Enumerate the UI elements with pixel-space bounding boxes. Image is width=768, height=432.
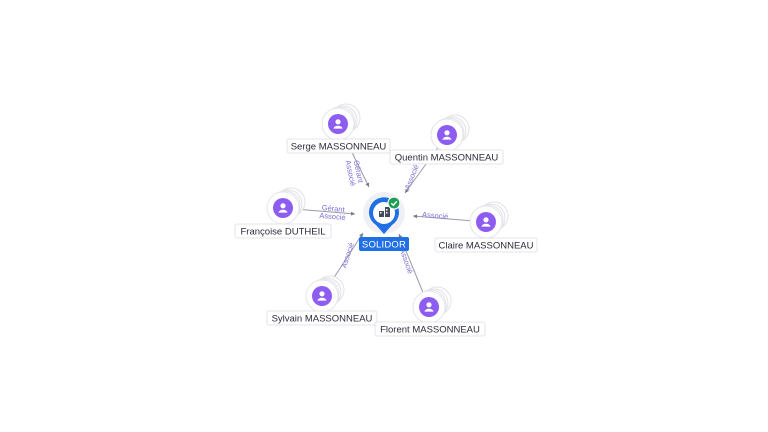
company-name: SOLIDOR [362, 240, 406, 251]
edge-role-label: Associé [339, 241, 356, 269]
person-icon [424, 302, 434, 312]
name-box [286, 138, 391, 154]
person-node-serge[interactable]: Serge MASSONNEAU [286, 103, 391, 154]
person-name: Françoise DUTHEIL [241, 227, 326, 238]
edge-arrow-francoise [350, 211, 355, 216]
person-icon [442, 130, 452, 140]
name-box [389, 149, 504, 165]
person-node-sylvain[interactable]: Sylvain MASSONNEAU [266, 275, 378, 326]
person-icon [333, 119, 343, 129]
edge-arrow-quentin [405, 188, 409, 193]
person-icon [481, 217, 491, 227]
company-label-box [359, 237, 409, 251]
building-icon [379, 207, 390, 217]
person-node-quentin[interactable]: Quentin MASSONNEAU [389, 114, 504, 165]
person-icon [278, 203, 288, 213]
check-icon [387, 196, 401, 210]
person-node-francoise[interactable]: Françoise DUTHEIL [234, 187, 332, 239]
edge-arrow-serge [365, 182, 370, 187]
person-node-florent[interactable]: Florent MASSONNEAU [374, 286, 486, 337]
name-box [234, 223, 332, 239]
person-name: Serge MASSONNEAU [291, 142, 387, 153]
person-node-claire[interactable]: Claire MASSONNEAU [434, 201, 538, 253]
name-box [266, 310, 378, 326]
edge-role-label: Associé [422, 210, 449, 221]
edge-role-label: Associé [398, 247, 415, 275]
person-name: Claire MASSONNEAU [438, 241, 533, 252]
company-node[interactable]: SOLIDOR [359, 192, 409, 251]
edge-role-label: Associé [319, 211, 346, 222]
person-name: Florent MASSONNEAU [380, 325, 480, 336]
person-name: Quentin MASSONNEAU [395, 153, 499, 164]
person-name: Sylvain MASSONNEAU [272, 314, 373, 325]
edge-arrow-claire [413, 214, 418, 219]
edge-role-label: Gérant [321, 203, 346, 214]
name-box [374, 321, 486, 337]
edge-role-label: Associé [403, 163, 421, 191]
person-icon [317, 291, 327, 301]
edge-arrow-sylvain [359, 233, 363, 238]
nodes-layer: Serge MASSONNEAU Quentin MASSONNEAU Franço… [234, 103, 538, 337]
name-box [434, 237, 538, 253]
